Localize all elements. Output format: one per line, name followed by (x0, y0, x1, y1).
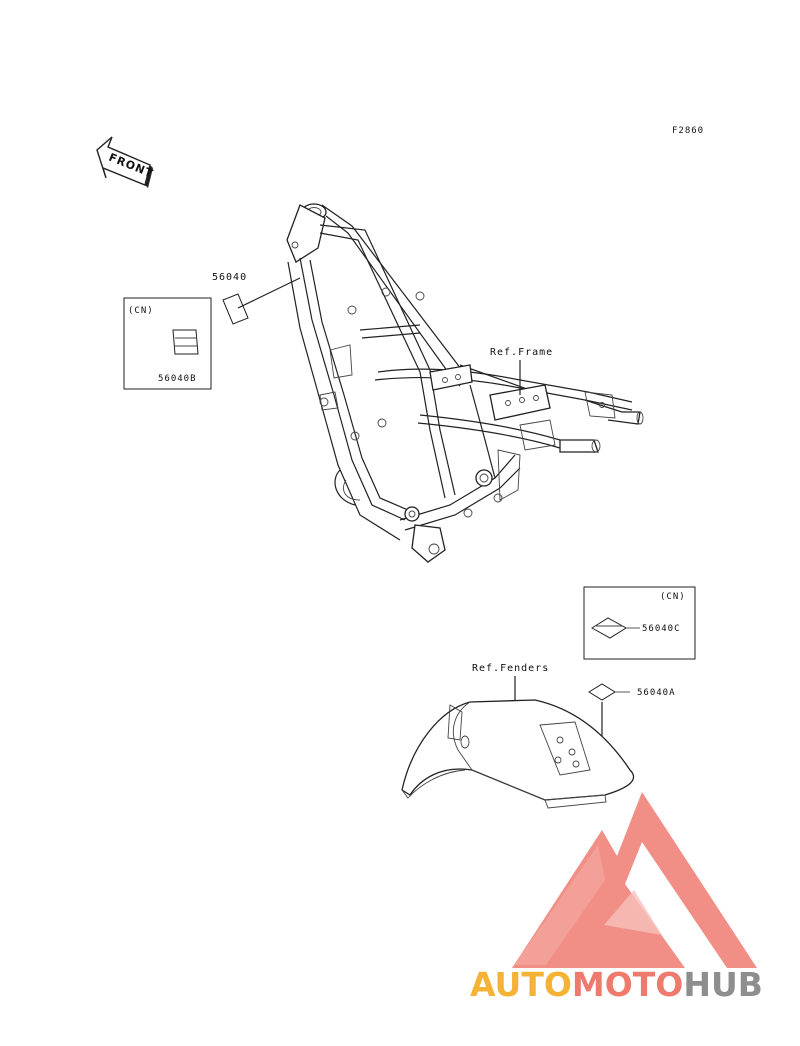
callout-ref-fenders: Ref.Fenders (472, 663, 549, 700)
watermark-auto: AUTO (470, 965, 572, 1004)
region-label-cn-2: (CN) (660, 592, 686, 602)
decal-56040b (172, 329, 199, 355)
cn-box-56040c: (CN) 56040C (583, 586, 696, 660)
watermark-logo-icon (512, 792, 757, 968)
callout-ref-frame: Ref.Frame (490, 347, 553, 395)
ref-frame-label: Ref.Frame (490, 347, 553, 358)
front-arrow-icon: FRONT (96, 136, 155, 188)
rear-fender-drawing (401, 699, 635, 809)
part-number-56040b: 56040B (158, 374, 197, 384)
part-number-56040: 56040 (212, 272, 247, 283)
cn-box-56040b: (CN) 56040B (123, 297, 212, 390)
region-label-cn: (CN) (128, 306, 154, 316)
frame-drawing (286, 203, 644, 563)
ref-fenders-label: Ref.Fenders (472, 663, 549, 674)
decal-56040a (588, 683, 616, 701)
decal-56040 (222, 293, 249, 325)
callout-56040: 56040 (212, 272, 301, 325)
watermark-hub: HUB (683, 965, 763, 1004)
decal-56040c (591, 617, 627, 639)
watermark-moto: MOTO (572, 965, 683, 1004)
figure-code: F2860 (672, 126, 704, 136)
part-number-56040c: 56040C (642, 624, 681, 634)
watermark-brand: AUTOMOTOHUB (470, 965, 763, 1004)
part-number-56040a: 56040A (637, 688, 676, 698)
